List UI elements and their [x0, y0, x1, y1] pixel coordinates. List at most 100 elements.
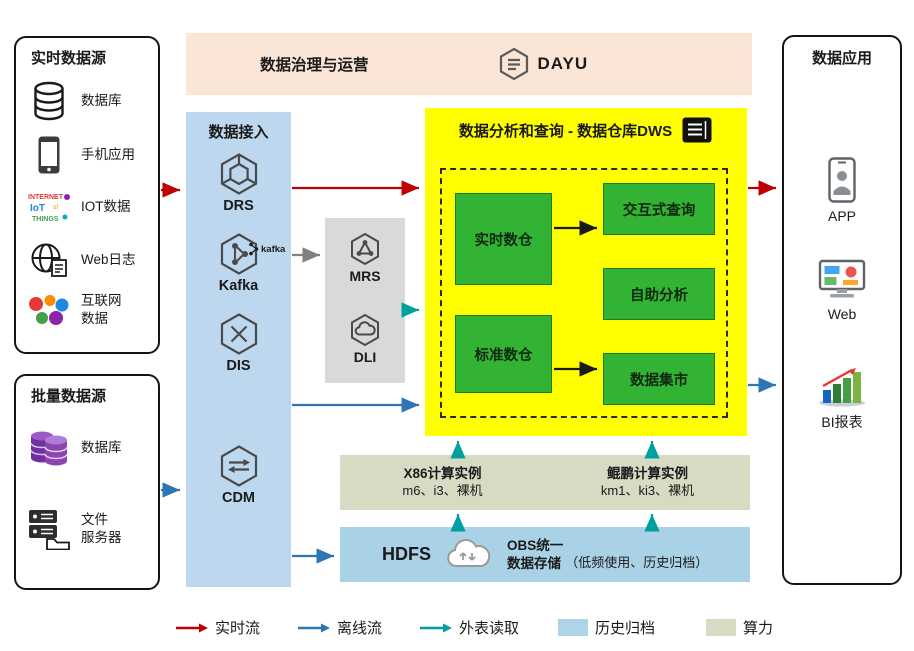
app-item-bi: BI报表: [784, 365, 900, 432]
web-log-icon: [24, 241, 74, 279]
dayu-hexagon-icon: [499, 47, 528, 81]
bi-report-icon: [819, 368, 865, 407]
applications-title: 数据应用: [811, 50, 872, 67]
service-label: DRS: [223, 198, 254, 214]
obs-note: （低频使用、历史归档）: [565, 555, 709, 571]
ingestion-panel: 数据接入 DRS Kafka ka: [186, 112, 291, 587]
source-label: 手机应用: [81, 147, 135, 163]
storage-panel: HDFS OBS统一 数据存储 （低频使用、历史归档）: [340, 527, 750, 582]
service-label: CDM: [221, 490, 256, 506]
legend-label: 实时流: [215, 620, 261, 637]
dayu-logo-text: DAYU: [537, 54, 589, 73]
batch-sources-box: 批量数据源 数据库: [14, 374, 160, 590]
kafka-badge: kafka: [248, 242, 285, 256]
service-dis: DIS: [186, 312, 291, 374]
purple-database-icon: [24, 428, 74, 468]
legend-archive: 历史归档: [558, 617, 655, 638]
app-label: BI报表: [821, 414, 863, 430]
kafka-badge-text: kafka: [261, 243, 286, 255]
legend-realtime: 实时流: [176, 617, 260, 638]
iot-icon: INTERNET of IoT THINGS: [24, 190, 74, 224]
realtime-sources-title: 实时数据源: [31, 50, 107, 67]
svg-text:of: of: [53, 205, 58, 211]
governance-title: 数据治理与运营: [260, 57, 369, 74]
legend-label: 历史归档: [595, 620, 656, 637]
source-label: 文件 服务器: [81, 512, 122, 545]
database-icon: [24, 80, 74, 122]
source-item-file-server: 文件 服务器: [24, 508, 122, 550]
warehouse-realtime: 实时数仓: [455, 193, 552, 285]
x86-title: X86计算实例: [403, 466, 482, 482]
internet-data-icon: [24, 293, 74, 327]
source-item-internet-data: 互联网 数据: [24, 292, 122, 327]
applications-box: 数据应用 APP Web: [782, 35, 902, 585]
hdfs-label: HDFS: [382, 544, 431, 564]
legend-label: 离线流: [337, 620, 383, 637]
source-item-web-log: Web日志: [24, 241, 136, 279]
app-label: Web: [827, 306, 857, 322]
legend-external-arrow-icon: [420, 623, 452, 632]
analytics-services-panel: MRS DLI: [325, 218, 405, 383]
service-kafka: Kafka: [186, 232, 291, 294]
source-label: 互联网 数据: [81, 293, 122, 326]
realtime-sources-box: 实时数据源 数据库 手机应用: [14, 36, 160, 354]
legend-compute: 算力: [706, 617, 773, 638]
web-monitor-icon: [818, 259, 866, 298]
function-data-mart: 数据集市: [603, 353, 715, 405]
service-label: DIS: [226, 358, 251, 374]
service-dli: DLI: [325, 313, 405, 365]
kafka-icon: [220, 233, 257, 275]
service-drs: DRS: [186, 152, 291, 214]
service-label: DLI: [353, 349, 377, 365]
phone-icon: [24, 135, 74, 175]
app-phone-icon: [828, 157, 856, 203]
dli-icon: [351, 313, 379, 347]
kunpeng-models: km1、ki3、裸机: [600, 482, 695, 498]
svg-text:THINGS: THINGS: [32, 216, 59, 223]
legend-label: 外表读取: [459, 620, 520, 637]
dws-document-icon: [682, 117, 712, 143]
function-self-service-analysis: 自助分析: [603, 268, 715, 320]
dws-title: 数据分析和查询 - 数据仓库DWS: [458, 122, 673, 140]
ingestion-title: 数据接入: [208, 124, 269, 141]
dayu-logo: DAYU: [497, 47, 589, 81]
legend-label: 算力: [743, 620, 774, 637]
legend-archive-swatch: [558, 619, 588, 636]
source-label: Web日志: [81, 252, 136, 268]
service-mrs: MRS: [325, 232, 405, 284]
dws-title-row: 数据分析和查询 - 数据仓库DWS: [425, 116, 747, 144]
app-item-app: APP: [784, 157, 900, 224]
service-label: Kafka: [218, 278, 259, 294]
warehouse-standard: 标准数仓: [455, 315, 552, 393]
drs-icon: [220, 153, 257, 195]
source-label: 数据库: [81, 93, 122, 109]
service-label: MRS: [349, 268, 381, 284]
kafka-logo-icon: [249, 242, 259, 256]
app-label: APP: [827, 208, 856, 224]
function-interactive-query: 交互式查询: [603, 183, 715, 235]
legend-offline-arrow-icon: [298, 623, 330, 632]
source-item-iot: INTERNET of IoT THINGS IOT数据: [24, 190, 131, 224]
legend-offline: 离线流: [298, 617, 382, 638]
legend-compute-swatch: [706, 619, 736, 636]
source-item-mobile-app: 手机应用: [24, 135, 135, 175]
dis-icon: [220, 313, 257, 355]
file-server-icon: [24, 508, 74, 550]
cdm-icon: [220, 445, 257, 487]
source-item-database: 数据库: [24, 80, 122, 122]
kunpeng-compute-block: 鲲鹏计算实例 km1、ki3、裸机: [545, 455, 750, 510]
x86-compute-block: X86计算实例 m6、i3、裸机: [340, 455, 545, 510]
source-label: IOT数据: [81, 199, 131, 215]
legend-external: 外表读取: [420, 617, 519, 638]
legend-realtime-arrow-icon: [176, 623, 208, 632]
svg-text:INTERNET: INTERNET: [28, 194, 64, 201]
dws-inner-group: [440, 168, 728, 418]
obs-text-group: OBS统一 数据存储 （低频使用、历史归档）: [507, 537, 708, 572]
obs-cloud-icon: [447, 538, 491, 567]
obs-title: OBS统一 数据存储: [507, 537, 564, 571]
x86-models: m6、i3、裸机: [402, 482, 483, 498]
app-item-web: Web: [784, 259, 900, 322]
mrs-icon: [351, 232, 379, 266]
dws-panel: 数据分析和查询 - 数据仓库DWS 实时数仓 标准数仓 交互式查询 自助分析 数…: [425, 108, 747, 436]
